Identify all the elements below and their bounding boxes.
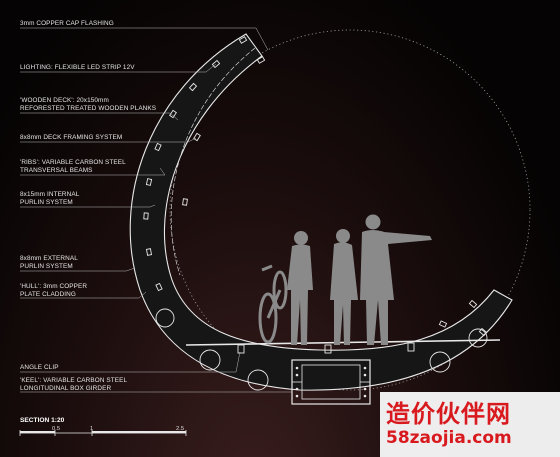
scale-tick-0-5: 0.5 (52, 426, 61, 432)
people-silhouettes (287, 214, 432, 345)
band-holes (155, 308, 488, 391)
deck-line (185, 339, 501, 346)
label-deck-framing: 8x8mm DECK FRAMING SYSTEM (20, 134, 123, 141)
scale-tick-2-5: 2.5 (176, 426, 185, 432)
watermark-url: 58zaojia.com (386, 428, 512, 448)
watermark-background (380, 392, 560, 457)
label-ribs: 'RIBS': VARIABLE CARBON STEEL TRANSVERSA… (20, 159, 126, 174)
label-copper-cap-flashing: 3mm COPPER CAP FLASHING (20, 20, 114, 27)
dotted-ring-outline (169, 29, 531, 391)
label-led-strip: LIGHTING: FLEXIBLE LED STRIP 12V (20, 64, 135, 71)
hull-band (129, 33, 513, 391)
label-internal-purlin: 8x15mm INTERNAL PURLIN SYSTEM (20, 191, 80, 206)
label-wooden-deck: 'WOODEN DECK': 20x150mm REFORESTED TREAT… (20, 97, 157, 112)
label-keel: 'KEEL': VARIABLE CARBON STEEL LONGITUDIN… (20, 377, 128, 392)
inner-purlin-line (170, 47, 256, 276)
label-angle-clip: ANGLE CLIP (20, 364, 59, 371)
label-hull: 'HULL': 3mm COPPER PLATE CLADDING (20, 283, 88, 298)
label-external-purlin: 8x8mm EXTERNAL PURLIN SYSTEM (20, 255, 78, 270)
bicycle-icon (258, 264, 288, 344)
scale-bar (19, 430, 187, 436)
section-title: SECTION 1:20 (20, 417, 65, 424)
keel-girder (291, 359, 371, 405)
watermark-text: 造价伙伴网 (386, 399, 511, 428)
leader-lines (20, 27, 292, 393)
scale-tick-1: 1 (90, 426, 94, 432)
